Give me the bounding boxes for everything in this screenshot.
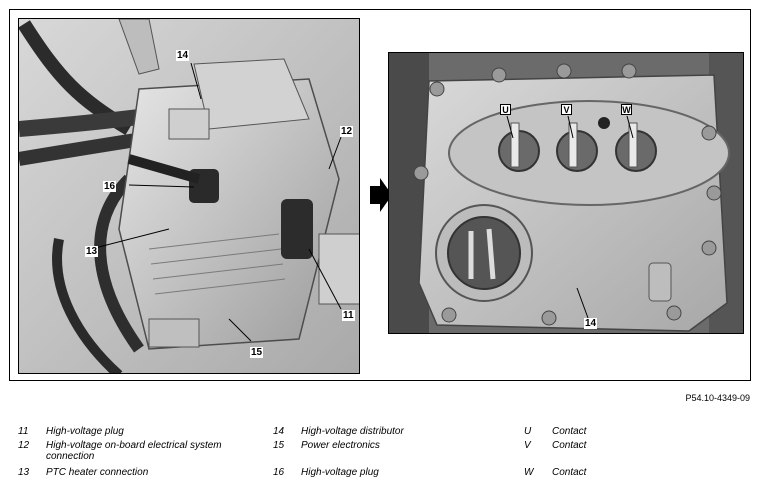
legend-num: 12 xyxy=(18,440,30,451)
callout-13: 13 xyxy=(85,246,99,257)
contact-label-w: W xyxy=(621,104,632,115)
legend-num: 16 xyxy=(273,467,285,478)
legend-num: 14 xyxy=(273,426,285,437)
right-distributor-photo xyxy=(388,52,744,334)
callout-14-left: 14 xyxy=(176,50,190,61)
callout-16: 16 xyxy=(103,181,117,192)
callout-11: 11 xyxy=(342,310,355,321)
callout-14-right: 14 xyxy=(584,318,598,329)
legend-text: High-voltage plug xyxy=(46,426,124,437)
legend-text: High-voltage distributor xyxy=(301,426,404,437)
left-component-photo xyxy=(18,18,360,374)
legend-text: High-voltage on-board electrical system … xyxy=(46,440,222,462)
legend-text: High-voltage plug xyxy=(301,467,379,478)
legend-text: PTC heater connection xyxy=(46,467,149,478)
right-photo-illustration xyxy=(389,53,743,333)
legend-num: 13 xyxy=(18,467,30,478)
legend-num: 11 xyxy=(18,426,29,437)
legend-text: Contact xyxy=(552,467,587,478)
legend-text: Power electronics xyxy=(301,440,380,451)
left-photo-illustration xyxy=(19,19,359,373)
legend-num: W xyxy=(524,467,534,478)
legend-num: 15 xyxy=(273,440,285,451)
figure-id: P54.10-4349-09 xyxy=(685,393,750,403)
arrow-right-icon xyxy=(370,178,392,212)
contact-label-v: V xyxy=(561,104,572,115)
contact-label-u: U xyxy=(500,104,511,115)
legend-num: V xyxy=(524,440,531,451)
legend-text: Contact xyxy=(552,440,587,451)
callout-12: 12 xyxy=(340,126,354,137)
callout-15: 15 xyxy=(250,347,264,358)
legend-num: U xyxy=(524,426,532,437)
legend: 11 High-voltage plug 12 High-voltage on-… xyxy=(18,426,748,482)
legend-text: Contact xyxy=(552,426,587,437)
